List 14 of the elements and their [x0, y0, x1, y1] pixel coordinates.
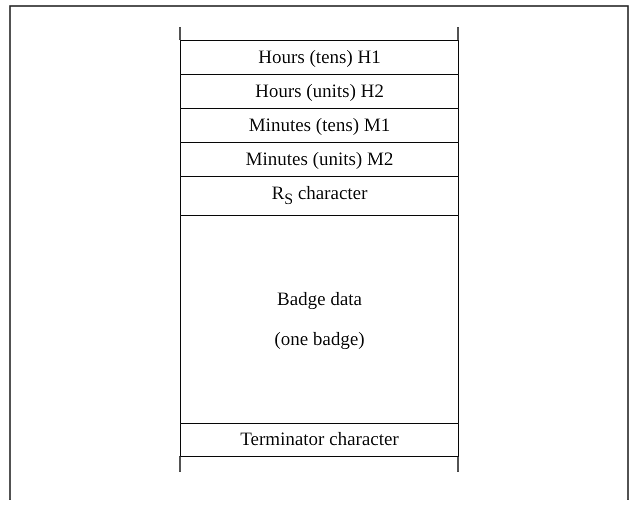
record-field-box — [180, 176, 459, 216]
field-label: R$_{S}$ character — [272, 183, 368, 209]
field-label: Hours (tens) H1 — [258, 46, 381, 68]
record-field-box — [180, 74, 459, 109]
record-field-box — [180, 423, 459, 457]
field-label: Terminator character — [240, 429, 399, 451]
field-label: Minutes (units) M2 — [246, 148, 394, 170]
record-field-box — [180, 40, 459, 75]
field-label: Minutes (tens) M1 — [248, 114, 390, 136]
record-field-box — [180, 108, 459, 143]
field-label: Badge data (one badge) — [273, 288, 366, 352]
field-label: Hours (units) H2 — [255, 80, 384, 102]
record-field-box — [180, 142, 459, 177]
record-field-box — [180, 215, 459, 424]
